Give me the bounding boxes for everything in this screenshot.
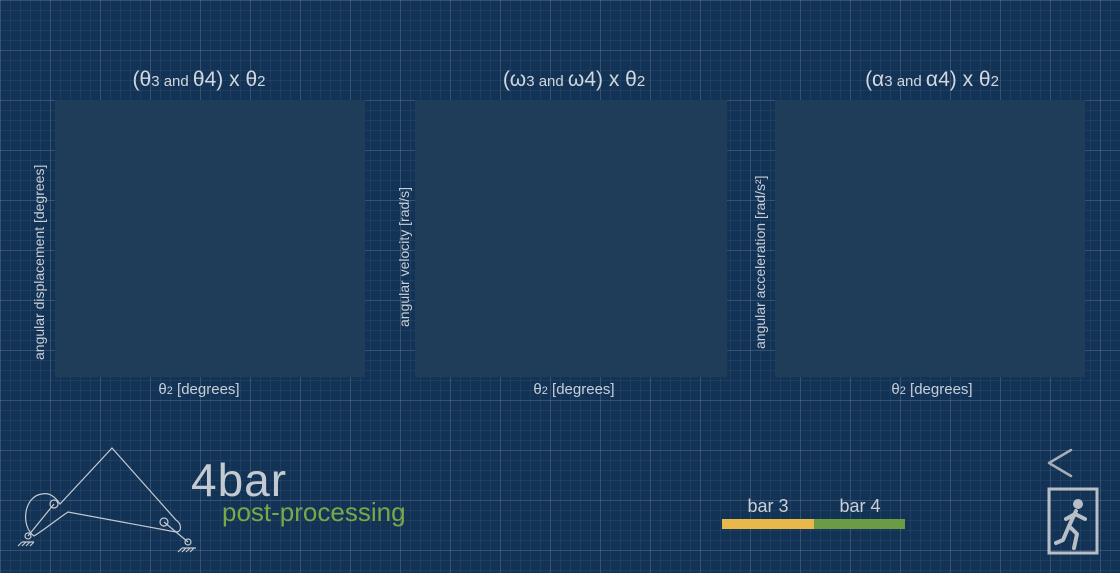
y-axis-label-acceleration: angular acceleration [rad/s²] — [752, 175, 768, 349]
exit-button[interactable] — [1046, 486, 1100, 556]
legend-label-bar3: bar 3 — [747, 496, 789, 516]
plot-area-displacement[interactable] — [55, 100, 365, 377]
x-axis-label-acceleration: θ2 [degrees] — [891, 381, 973, 398]
y-axis-label-velocity: angular velocity [rad/s] — [396, 186, 412, 327]
legend-swatch-bar3 — [722, 519, 814, 529]
panel-title-acceleration: (α3 and α4) x θ2 — [865, 68, 999, 91]
chevron-left-icon — [1047, 448, 1073, 478]
plot-area-acceleration[interactable] — [775, 100, 1085, 377]
exit-door-icon — [1047, 487, 1099, 555]
x-axis-label-velocity: θ2 [degrees] — [533, 381, 615, 398]
legend-swatch-bar4 — [814, 519, 905, 529]
y-axis-label-displacement: angular displacement [degrees] — [31, 164, 47, 360]
back-button[interactable] — [1043, 444, 1077, 482]
legend-label-bar4: bar 4 — [839, 496, 881, 516]
x-axis-label-displacement: θ2 [degrees] — [158, 381, 240, 398]
app-subtitle: post-processing — [222, 497, 406, 527]
panel-title-displacement: (θ3 and θ4) x θ2 — [132, 68, 266, 91]
app-name: 4bar — [191, 454, 288, 506]
panel-title-velocity: (ω3 and ω4) x θ2 — [502, 68, 646, 91]
plot-area-velocity[interactable] — [415, 100, 727, 377]
four-bar-linkage-icon — [17, 447, 196, 553]
